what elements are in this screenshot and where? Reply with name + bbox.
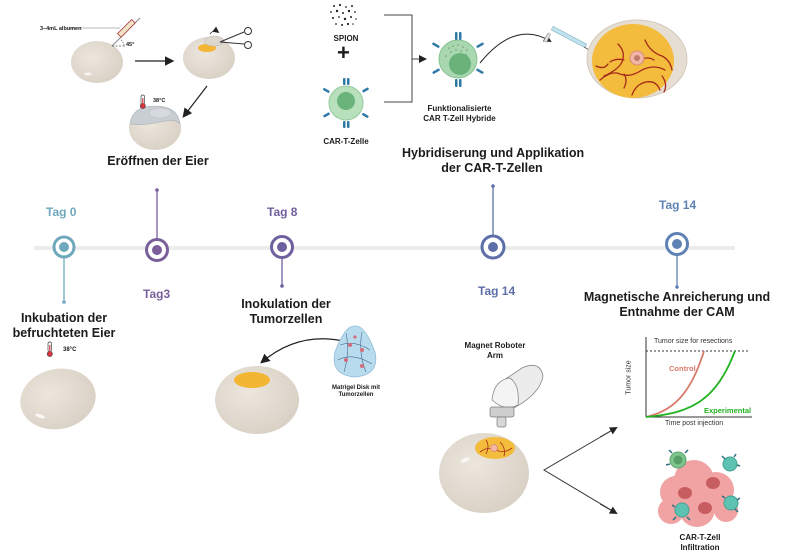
infiltration-label-line1: CAR-T-Zell: [679, 533, 721, 542]
egg-albumen-extraction: [71, 41, 123, 83]
branch-arrows: [543, 427, 618, 514]
chart-y-label: Tumor size: [625, 360, 633, 395]
bracket-connector: [384, 14, 427, 103]
chart-series-experimental: [645, 350, 736, 418]
hybridization-title: Hybridiserung und Applikation der CAR-T-…: [402, 146, 585, 176]
timeline-node-tag0: [52, 235, 76, 304]
albumen-label: 3–4mL albumen: [40, 26, 82, 32]
antibody-icons: [323, 78, 369, 128]
hybrid-label: Funktionalisierte CAR T-Zell Hybride: [412, 104, 507, 124]
matrigel-disk-icon: [333, 325, 377, 378]
timeline-label-tag14-harvest: Tag 14: [659, 198, 697, 212]
chart-x-label: Time post injection: [665, 420, 724, 427]
inoculation-title-line2: Tumorzellen: [249, 312, 323, 326]
car-t-cell-icon: [328, 85, 364, 121]
tumor-infiltration-icon: [658, 449, 741, 527]
egg-incubation: [20, 368, 96, 430]
hybrid-label-line2: CAR T-Zell Hybride: [423, 114, 496, 123]
magnet-robot-arm-icon: [489, 364, 544, 428]
timeline-node-tag14-harvest: [665, 232, 689, 289]
chart-title: Tumor size for resections: [654, 338, 733, 345]
timeline-node-tag3: [145, 188, 169, 262]
arrow-icon: [479, 33, 552, 64]
scissors-icon: [209, 26, 252, 49]
magnetic-title-line1: Magnetische Anreicherung und: [583, 290, 771, 304]
timeline-node-tag14-application: [480, 184, 506, 260]
timeline-node-tag8: [270, 235, 294, 288]
egg-cam-magnet: [439, 433, 529, 513]
magnetic-title-line2: Entnahme der CAM: [619, 305, 735, 319]
incubation-title-line1: Inkubation der: [20, 311, 108, 325]
matrigel-label: Matrigel Disk mit Tumorzellen: [321, 385, 391, 399]
incubation-title: Inkubation der befruchteten Eier: [4, 311, 124, 341]
angle-label: 45°: [126, 42, 135, 48]
hybridization-title-line1: Hybridiserung und Applikation: [402, 146, 585, 160]
timeline-label-tag14-application: Tag 14: [478, 284, 516, 298]
matrigel-label-line2: Tumorzellen: [338, 392, 374, 398]
robot-arm-label-line2: Arm: [486, 351, 503, 360]
chart-legend-control: Control: [669, 364, 696, 373]
matrigel-label-line1: Matrigel Disk mit: [331, 385, 380, 391]
car-t-cell-icon: [669, 451, 739, 518]
timeline-label-tag0: Tag 0: [46, 205, 77, 219]
magnetic-title: Magnetische Anreicherung und Entnahme de…: [577, 290, 777, 320]
thermometer-icon: [139, 94, 146, 109]
chart-legend-experimental: Experimental: [704, 406, 752, 415]
spion-label: SPION: [333, 34, 359, 43]
tumor-growth-chart: [645, 337, 752, 418]
robot-arm-label: Magnet Roboter Arm: [460, 341, 530, 361]
arrow-icon: [182, 85, 208, 118]
car-t-cell-label: CAR-T-Zelle: [323, 137, 369, 146]
egg-opened-shell: [183, 35, 235, 79]
infiltration-label: CAR-T-Zell Infiltration: [670, 533, 730, 553]
infiltration-label-line2: Infiltration: [680, 543, 720, 552]
timeline-label-tag8: Tag 8: [267, 205, 298, 219]
hybrid-label-line1: Funktionalisierte: [427, 104, 492, 113]
robot-arm-label-line1: Magnet Roboter: [464, 341, 526, 350]
opening-temperature-label: 38°C: [153, 98, 166, 104]
spion-particles-icon: [330, 3, 357, 26]
inoculation-title: Inokulation der Tumorzellen: [226, 297, 346, 327]
thermometer-icon: [46, 341, 53, 357]
plus-sign: +: [337, 40, 350, 65]
arrow-icon: [260, 338, 349, 364]
egg-inoculation: [215, 366, 299, 434]
egg-with-window: [129, 105, 181, 150]
cam-egg-vasculature: [586, 19, 688, 99]
incubation-title-line2: befruchteten Eier: [12, 326, 116, 340]
hybrid-cell-icon: [432, 32, 484, 87]
chart-series-control: [645, 350, 705, 418]
timeline-label-tag3: Tag3: [143, 287, 171, 301]
syringe-icon: [68, 17, 141, 47]
opening-title: Eröffnen der Eier: [107, 154, 209, 168]
inoculation-title-line1: Inokulation der: [241, 297, 331, 311]
incubation-temperature-label: 38°C: [63, 347, 77, 353]
hybridization-title-line2: der CAR-T-Zellen: [441, 161, 543, 175]
